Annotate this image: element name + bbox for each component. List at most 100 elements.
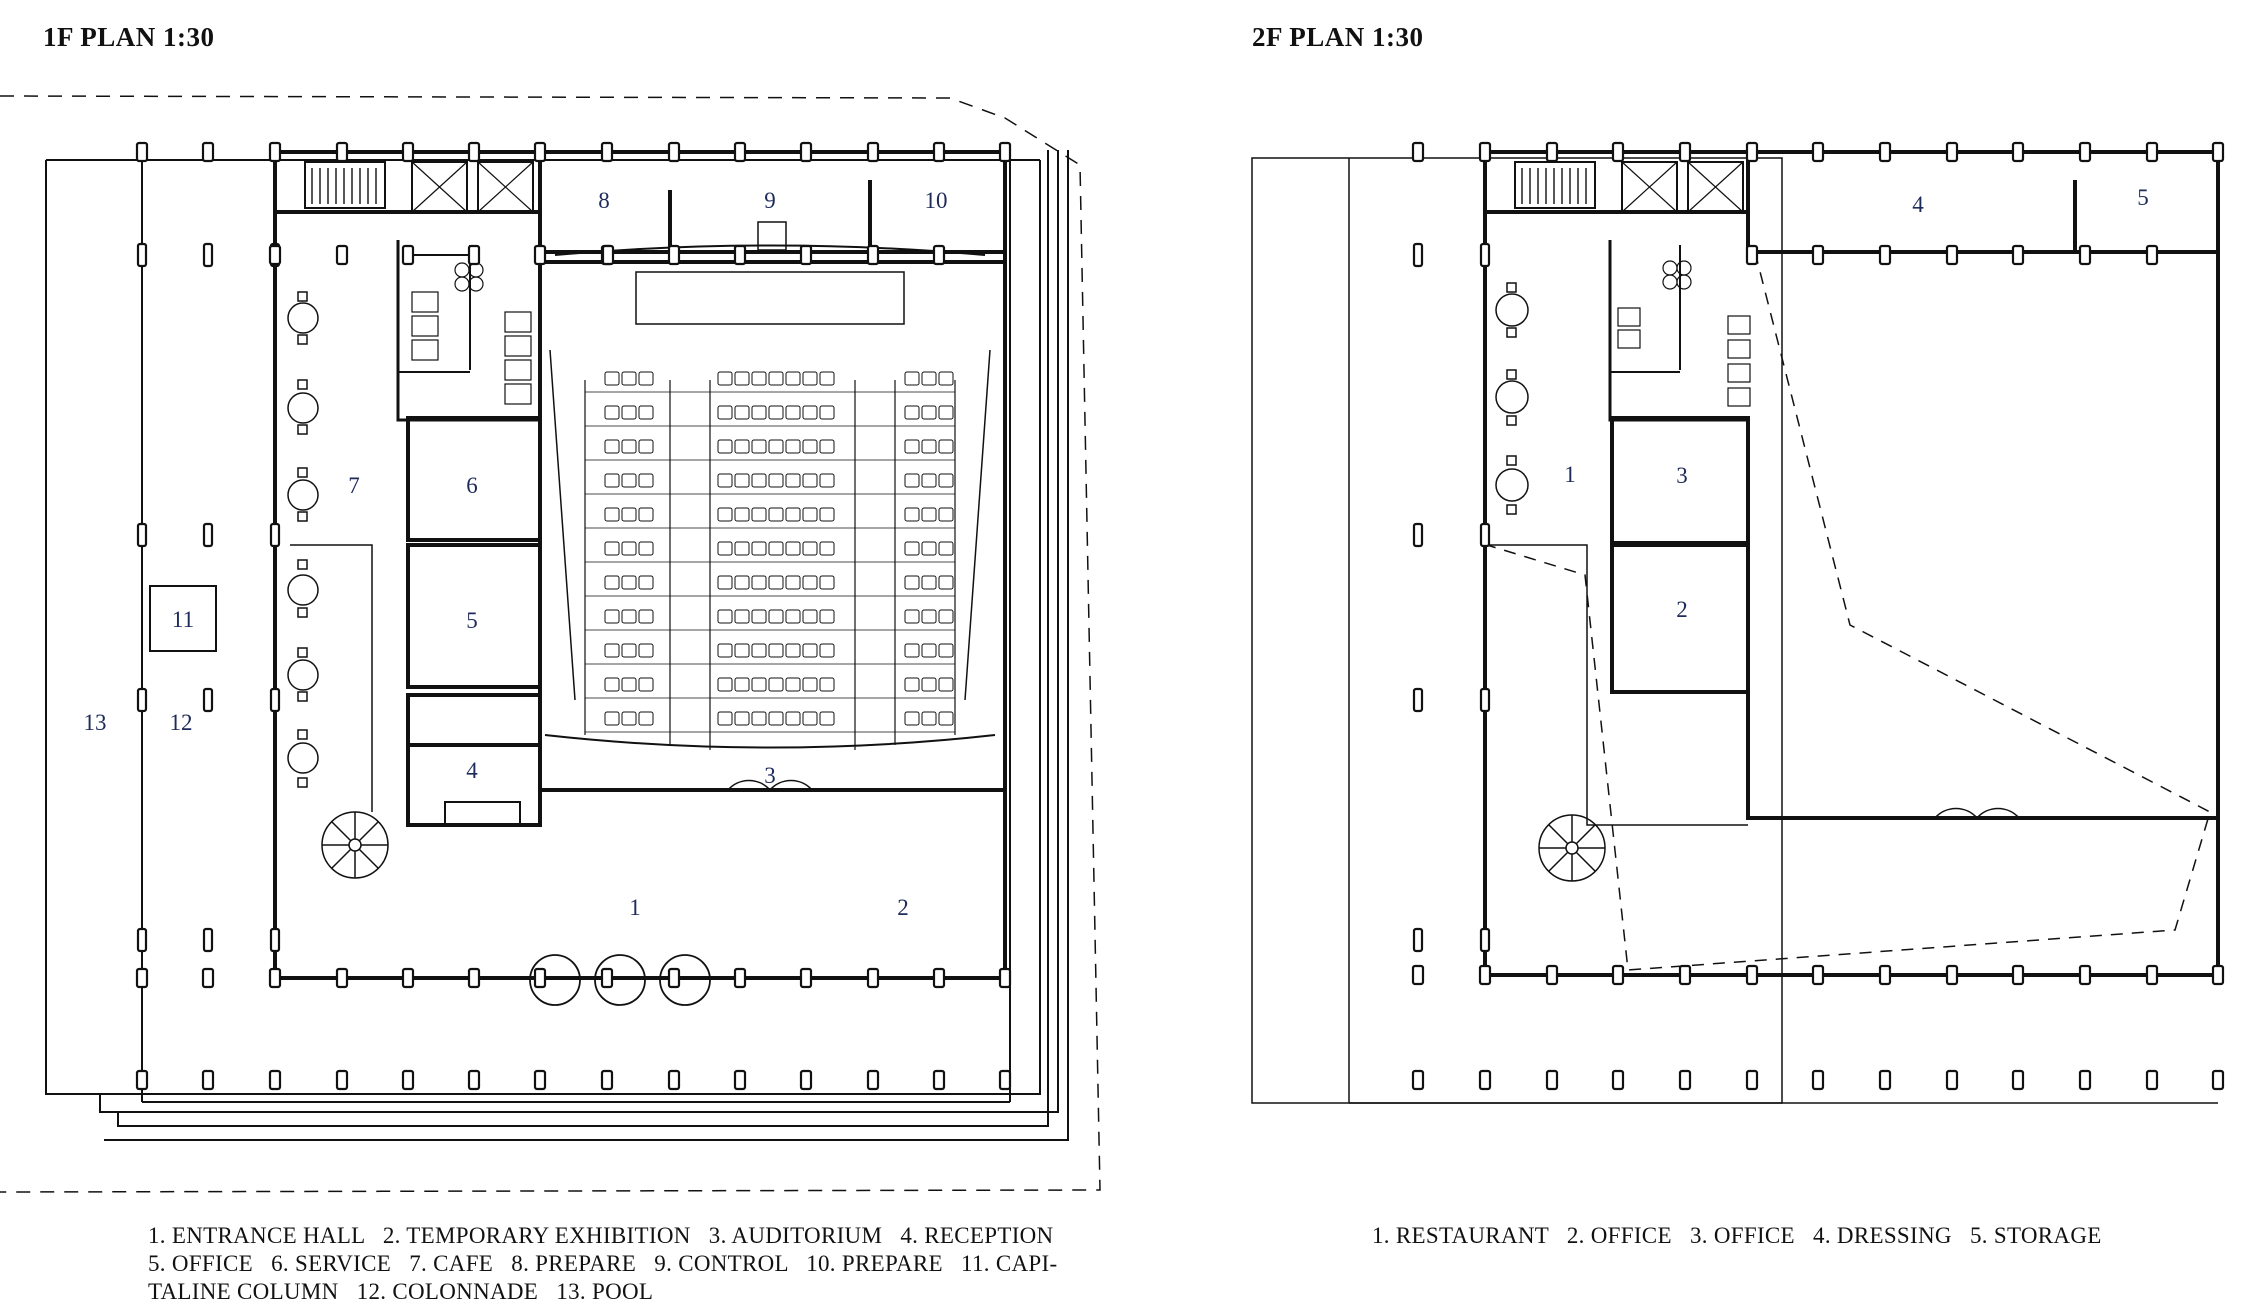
column (2011, 1069, 2025, 1091)
column (135, 141, 149, 163)
auditorium-seat (768, 711, 784, 726)
column (600, 1069, 614, 1091)
column (1945, 141, 1959, 163)
auditorium-seat (734, 609, 750, 624)
room-label-9: 9 (764, 188, 776, 213)
auditorium-seat (621, 643, 637, 658)
column (733, 1069, 747, 1091)
auditorium-seat (768, 541, 784, 556)
auditorium-seat (921, 643, 937, 658)
auditorium-seat (938, 575, 954, 590)
auditorium-seat (819, 609, 835, 624)
room-label-4: 4 (466, 758, 478, 783)
column (202, 687, 214, 713)
spiral-stair-1f (321, 811, 389, 879)
column (866, 967, 880, 989)
room-label-2f-5: 5 (2137, 185, 2149, 210)
column (135, 967, 149, 989)
auditorium-seat (717, 507, 733, 522)
auditorium-seat (785, 405, 801, 420)
auditorium-seat (904, 711, 920, 726)
auditorium-seat (768, 439, 784, 454)
column (268, 141, 282, 163)
building-outer-wall-2f (1483, 150, 2220, 977)
auditorium-seat (921, 439, 937, 454)
column (335, 244, 349, 266)
void-outline (1486, 251, 2211, 971)
column (1479, 687, 1491, 713)
column (1811, 141, 1825, 163)
column (1479, 927, 1491, 953)
room-labels-1f: 1 2 3 4 5 6 7 8 9 10 11 12 13 (84, 188, 948, 920)
auditorium-seat (802, 541, 818, 556)
auditorium-seat (921, 677, 937, 692)
auditorium-seat (938, 711, 954, 726)
auditorium-seat (938, 643, 954, 658)
room-label-6: 6 (466, 473, 478, 498)
room-label-3: 3 (764, 763, 776, 788)
auditorium-seat (734, 643, 750, 658)
auditorium-seat (621, 541, 637, 556)
auditorium-seat (768, 371, 784, 386)
column (533, 1069, 547, 1091)
column (601, 244, 615, 266)
column (136, 687, 148, 713)
legend-1f-line-3: TALINE COLUMN 12. COLONNADE 13. POOL (148, 1279, 654, 1304)
column (1478, 1069, 1492, 1091)
column (1545, 141, 1559, 163)
auditorium-seat (819, 711, 835, 726)
auditorium-seat (785, 643, 801, 658)
auditorium-seat (638, 473, 654, 488)
auditorium-seat (751, 473, 767, 488)
auditorium-seat (904, 507, 920, 522)
auditorium-seat (751, 575, 767, 590)
auditorium-seat (604, 711, 620, 726)
column (269, 522, 281, 548)
column (932, 1069, 946, 1091)
auditorium-seat (938, 609, 954, 624)
column (1945, 244, 1959, 266)
column (1745, 964, 1759, 986)
auditorium-seat (621, 677, 637, 692)
column (1811, 244, 1825, 266)
plan-1f (0, 95, 1101, 1193)
column (2211, 964, 2225, 986)
column (932, 244, 946, 266)
auditorium-seat (819, 405, 835, 420)
column (733, 141, 747, 163)
column (1545, 964, 1559, 986)
room-label-13: 13 (84, 710, 107, 735)
auditorium-seat (938, 405, 954, 420)
room-label-2f-1: 1 (1564, 462, 1576, 487)
dressing-room (1746, 692, 2218, 820)
column (1478, 964, 1492, 986)
column (467, 967, 481, 989)
column (1478, 141, 1492, 163)
auditorium-seat (751, 677, 767, 692)
column (1412, 522, 1424, 548)
column (998, 141, 1012, 163)
column (1412, 242, 1424, 268)
auditorium-seat (921, 609, 937, 624)
auditorium-seat (904, 439, 920, 454)
auditorium-seat (717, 609, 733, 624)
auditorium-seat (768, 643, 784, 658)
column (1411, 964, 1425, 986)
legend-2f-line-1: 1. RESTAURANT 2. OFFICE 3. OFFICE 4. DRE… (1372, 1223, 2102, 1248)
auditorium-seat (785, 507, 801, 522)
column (401, 1069, 415, 1091)
column (1678, 141, 1692, 163)
auditorium-seat (921, 541, 937, 556)
column (268, 1069, 282, 1091)
column (202, 927, 214, 953)
column (998, 967, 1012, 989)
column (1945, 964, 1959, 986)
column (401, 244, 415, 266)
room-label-2f-2: 2 (1676, 597, 1688, 622)
column (1811, 1069, 1825, 1091)
column (201, 1069, 215, 1091)
auditorium-seat (768, 405, 784, 420)
column (799, 967, 813, 989)
auditorium-seat (802, 609, 818, 624)
auditorium-seat (717, 575, 733, 590)
